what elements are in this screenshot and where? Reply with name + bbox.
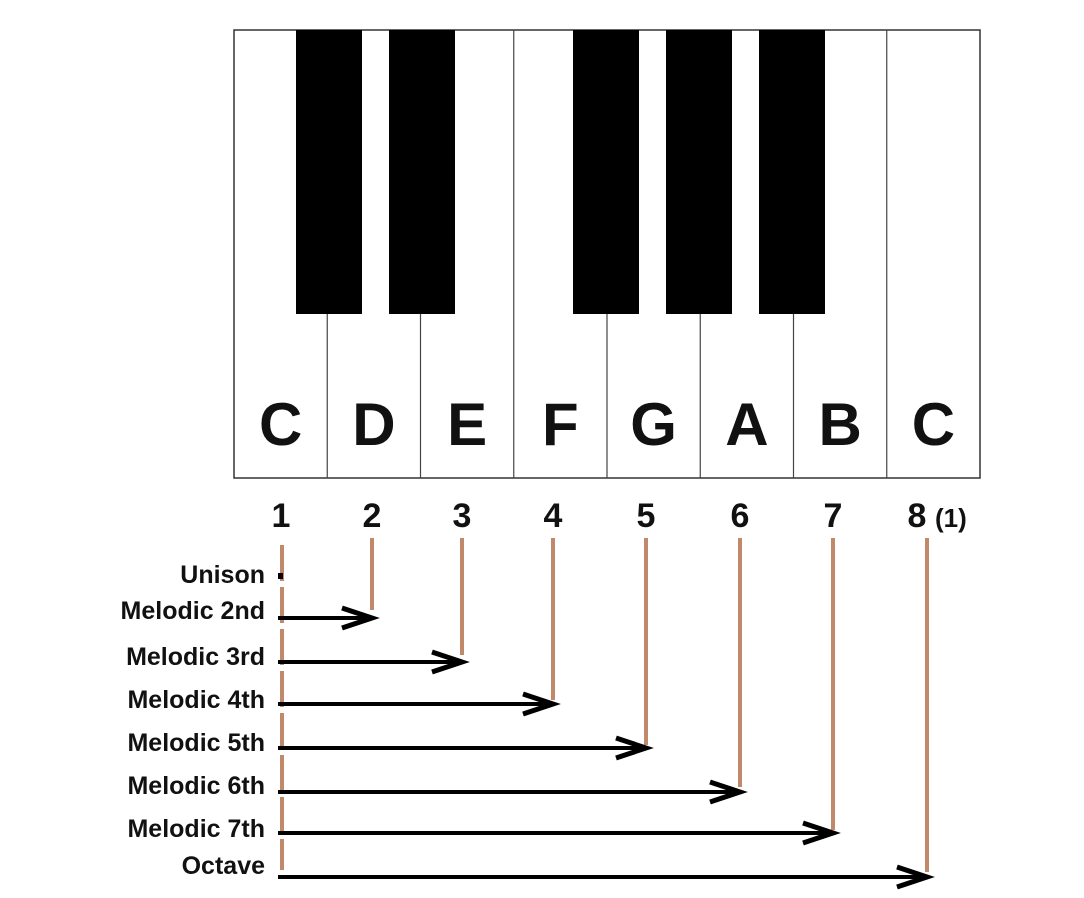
degree-number: 5 xyxy=(637,497,656,535)
white-key-label: B xyxy=(818,391,861,458)
degree-number: 3 xyxy=(453,497,472,535)
arrow-head-icon xyxy=(615,735,654,761)
degree-number: 2 xyxy=(363,497,382,535)
interval-label: Octave xyxy=(182,852,265,880)
arrow-head-icon xyxy=(522,691,561,717)
white-key-label: C xyxy=(259,391,302,458)
interval-label: Melodic 2nd xyxy=(121,597,265,625)
black-key xyxy=(296,30,362,314)
black-key xyxy=(666,30,732,314)
interval-label: Melodic 4th xyxy=(127,686,265,714)
white-key-label: F xyxy=(542,391,579,458)
arrow-head-icon xyxy=(896,864,935,890)
interval-label: Melodic 6th xyxy=(127,772,265,800)
arrow-head-icon xyxy=(341,605,380,631)
arrow-head-icon xyxy=(709,779,748,805)
arrow-head-icon xyxy=(431,649,470,675)
interval-label: Melodic 5th xyxy=(127,729,265,757)
black-key xyxy=(759,30,825,314)
interval-label: Melodic 3rd xyxy=(126,643,265,671)
interval-label: Unison xyxy=(180,561,265,589)
black-key xyxy=(389,30,455,314)
degree-number: 4 xyxy=(544,497,563,535)
degree-number: 6 xyxy=(731,497,750,535)
white-key-label: C xyxy=(912,391,955,458)
black-key xyxy=(573,30,639,314)
white-key-label: G xyxy=(630,391,677,458)
arrow-head-icon xyxy=(802,820,841,846)
interval-label: Melodic 7th xyxy=(127,815,265,843)
white-key-label: D xyxy=(352,391,395,458)
octave-alt-label: (1) xyxy=(935,503,967,533)
white-key-label: E xyxy=(447,391,487,458)
degree-number: 7 xyxy=(824,497,843,535)
unison-marker xyxy=(278,573,283,579)
degree-number: 1 xyxy=(272,497,291,535)
degree-number: 8 xyxy=(908,497,927,535)
white-key-label: A xyxy=(725,391,768,458)
